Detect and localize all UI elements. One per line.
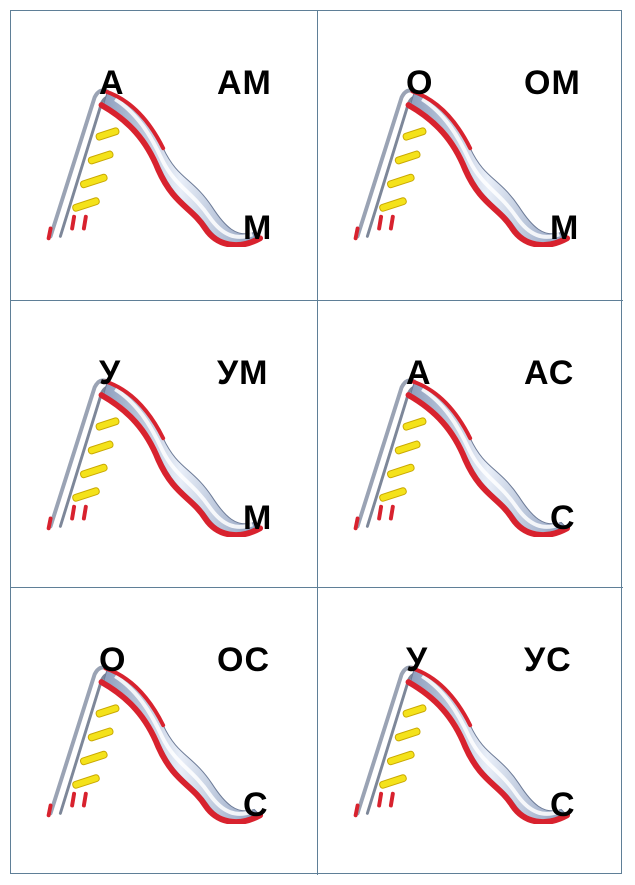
bottom-letter: С xyxy=(550,499,575,537)
syllable-label: ОС xyxy=(217,641,270,679)
bottom-letter: С xyxy=(243,786,268,824)
top-letter: А xyxy=(406,354,431,392)
syllable-label: ОМ xyxy=(524,64,581,102)
bottom-letter: М xyxy=(550,209,579,247)
bottom-letter: М xyxy=(243,499,272,537)
slide-card: У УМ М xyxy=(11,301,318,588)
bottom-letter: С xyxy=(550,786,575,824)
card-grid: А АМ М О ОМ М У УМ М А АС С О ОС С У xyxy=(10,10,623,875)
slide-card: У УС С xyxy=(318,588,623,875)
slide-card: А АС С xyxy=(318,301,623,588)
top-letter: У xyxy=(406,641,428,679)
bottom-letter: М xyxy=(243,209,272,247)
syllable-label: УМ xyxy=(217,354,269,392)
syllable-label: УС xyxy=(524,641,572,679)
syllable-label: АС xyxy=(524,354,575,392)
top-letter: А xyxy=(99,64,124,102)
top-letter: О xyxy=(406,64,433,102)
top-letter: У xyxy=(99,354,121,392)
top-letter: О xyxy=(99,641,126,679)
slide-card: А АМ М xyxy=(11,11,318,301)
syllable-label: АМ xyxy=(217,64,272,102)
slide-card: О ОМ М xyxy=(318,11,623,301)
slide-card: О ОС С xyxy=(11,588,318,875)
